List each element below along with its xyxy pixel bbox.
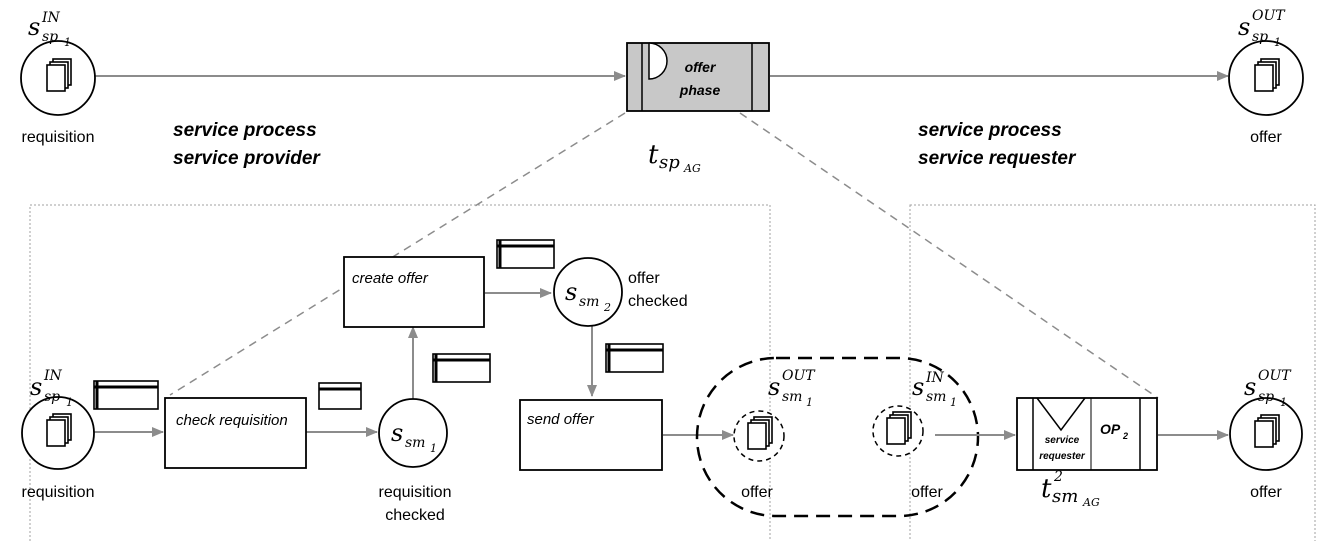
token-marker <box>496 239 555 269</box>
caption-provider-line2: service provider <box>173 148 321 169</box>
transition-sub-sub: AG <box>1082 496 1100 509</box>
place-sm1-out: s sm 1 OUT offer <box>733 368 816 501</box>
place-symbol: s <box>768 373 780 401</box>
transition-superscript: 2 <box>1053 469 1063 485</box>
place-subscript: sp <box>1252 29 1268 45</box>
caption-provider-line1: service process <box>173 120 317 141</box>
place-superscript: IN <box>43 368 63 384</box>
transition-label-1: offer <box>685 59 717 75</box>
place-symbol: s <box>565 278 577 306</box>
top-start-place: s sp 1 IN requisition <box>20 10 96 146</box>
place-sm1-in: s sm 1 IN offer <box>872 370 957 501</box>
requester-transition[interactable]: service requester OP 2 t 2 sm AG <box>1016 397 1158 509</box>
token-marker <box>318 382 362 410</box>
transition-label: check requisition <box>176 412 288 429</box>
transition-sub-sub: AG <box>683 162 701 175</box>
place-sub-index: 1 <box>1280 396 1287 409</box>
transition-label: send offer <box>527 411 595 428</box>
send-offer-transition[interactable]: send offer <box>519 343 664 471</box>
refinement-line-right <box>739 112 1159 399</box>
caption-requester-line1: service process <box>918 120 1062 141</box>
place-subscript: sm <box>926 389 946 405</box>
token-marker <box>432 353 491 383</box>
place-label: offer <box>911 484 943 501</box>
place-symbol: s <box>28 13 40 41</box>
transition-label-1: service <box>1045 435 1080 446</box>
create-offer-transition[interactable]: create offer <box>343 239 555 328</box>
place-sm1: s sm 1 requisition checked <box>378 353 491 524</box>
transition-symbol: t <box>648 140 659 170</box>
transition-subscript: sp <box>659 152 680 173</box>
check-requisition-transition[interactable]: check requisition <box>164 382 362 469</box>
place-label: requisition <box>22 484 95 501</box>
place-label-1: requisition <box>379 484 452 501</box>
token-marker <box>605 343 664 373</box>
place-label: offer <box>741 484 773 501</box>
place-subscript: sm <box>782 389 802 405</box>
place-superscript: OUT <box>782 368 816 384</box>
place-subscript: sp <box>42 29 58 45</box>
transition-label-2: phase <box>679 82 721 98</box>
place-label-2: checked <box>628 293 688 310</box>
place-sub-index: 1 <box>806 396 813 409</box>
top-transition-offer-phase[interactable]: offer phase t sp AG <box>626 42 770 175</box>
place-symbol: s <box>30 373 42 401</box>
op-subscript: 2 <box>1122 431 1128 441</box>
caption-requester-line2: service requester <box>918 148 1077 169</box>
place-sub-index: 1 <box>66 396 73 409</box>
place-symbol: s <box>391 419 403 447</box>
requester-end-place: s sp 1 OUT offer <box>1229 368 1303 501</box>
transition-label: create offer <box>352 270 429 287</box>
refinement-line-left <box>169 112 626 396</box>
place-subscript: sp <box>44 389 60 405</box>
token-marker <box>93 380 159 410</box>
top-end-place: s sp 1 OUT offer <box>1228 8 1304 146</box>
provider-start-place: s sp 1 IN requisition <box>21 368 159 501</box>
place-superscript: OUT <box>1258 368 1292 384</box>
place-label-1: offer <box>628 270 660 287</box>
transition-subscript: sm <box>1052 486 1078 507</box>
place-sub-index: 1 <box>1274 36 1281 49</box>
place-label: requisition <box>22 129 95 146</box>
place-sub-index: 2 <box>603 301 611 314</box>
place-subscript: sm <box>579 294 599 310</box>
place-sub-index: 1 <box>950 396 957 409</box>
interface-oval <box>695 356 980 518</box>
place-sub-index: 1 <box>430 442 437 455</box>
place-sm2: s sm 2 offer checked <box>553 257 688 327</box>
place-label: offer <box>1250 129 1282 146</box>
place-symbol: s <box>1238 13 1250 41</box>
transition-symbol: t <box>1041 474 1052 504</box>
transition-label-2: requester <box>1039 451 1086 462</box>
requester-frame <box>909 204 1316 541</box>
place-label-2: checked <box>385 507 445 524</box>
place-subscript: sm <box>405 435 425 451</box>
place-symbol: s <box>912 373 924 401</box>
op-label: OP <box>1100 421 1121 437</box>
place-label: offer <box>1250 484 1282 501</box>
place-superscript: IN <box>41 10 61 26</box>
place-superscript: OUT <box>1252 8 1286 24</box>
provider-frame <box>29 204 771 541</box>
place-subscript: sp <box>1258 389 1274 405</box>
place-superscript: IN <box>925 370 945 386</box>
place-sub-index: 1 <box>64 36 71 49</box>
place-symbol: s <box>1244 373 1256 401</box>
